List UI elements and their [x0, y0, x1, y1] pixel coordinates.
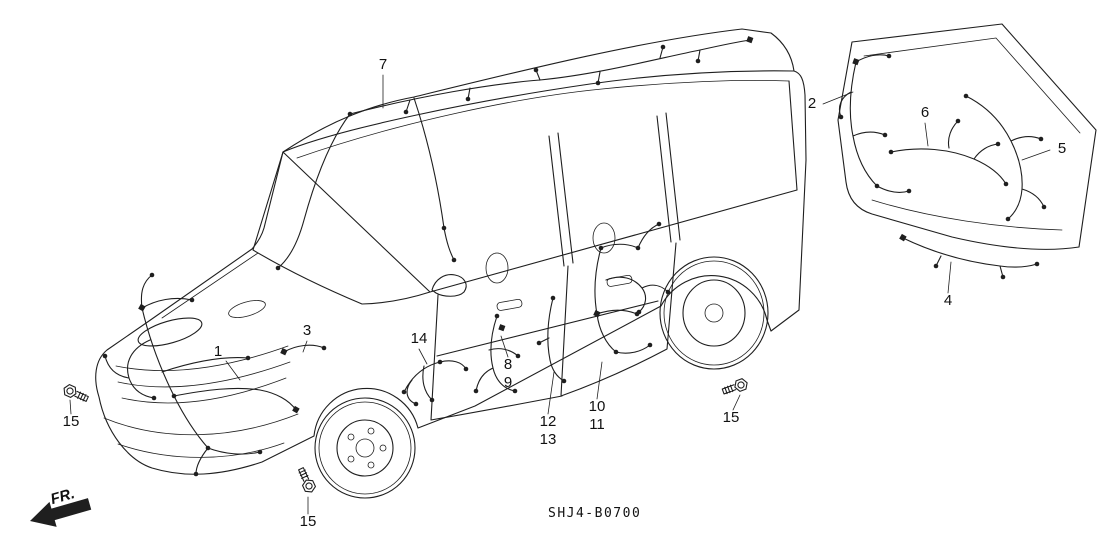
hood-crease [161, 252, 259, 319]
connector-link-3-drawing [280, 344, 327, 356]
leader-line [302, 340, 308, 353]
leader-line [1021, 149, 1051, 161]
leader-line [596, 361, 603, 400]
callout-14: 14 [411, 330, 428, 365]
front-door-handle [496, 298, 523, 311]
headrest-front [485, 252, 509, 284]
callout-10-label: 10 [589, 398, 606, 415]
leader-line [732, 394, 741, 411]
leader-line [225, 360, 241, 381]
fr-label: FR. [49, 485, 77, 508]
callout-4-label: 4 [944, 292, 952, 309]
callout-13-label: 13 [540, 431, 557, 448]
callout-1: 1 [214, 343, 241, 381]
callout-5-label: 5 [1058, 140, 1066, 157]
bolt-icon-left [61, 382, 91, 405]
side-mirror [431, 274, 467, 297]
callout-6: 6 [921, 104, 929, 147]
callout-8-9: 8 9 [500, 335, 512, 391]
roof-harness-drawing [275, 36, 754, 271]
harness-10-11-drawing [593, 221, 671, 355]
door-panel-drawing [837, 23, 1097, 280]
leader-line [924, 122, 929, 147]
front-wheel [314, 397, 416, 499]
callout-15-bottom: 15 [300, 496, 317, 530]
vehicle-drawing [95, 28, 807, 499]
callout-15-label: 15 [723, 409, 740, 426]
callout-7-label: 7 [379, 56, 387, 73]
bumper-lines [103, 413, 299, 458]
callout-1-label: 1 [214, 343, 222, 360]
harness-12-13-drawing [536, 295, 567, 384]
callout-12-label: 12 [540, 413, 557, 430]
callout-15-label: 15 [63, 413, 80, 430]
callout-7: 7 [379, 56, 387, 109]
headlight-left [137, 317, 203, 347]
door-seams [430, 242, 677, 421]
bolt-icon-bottom [295, 465, 318, 495]
callout-14-label: 14 [411, 330, 428, 347]
callout-15-label: 15 [300, 513, 317, 530]
callout-2: 2 [808, 91, 854, 112]
leader-line [947, 261, 952, 294]
callout-2-label: 2 [808, 95, 816, 112]
door-harness-6-drawing [888, 118, 1009, 187]
callout-9-label: 9 [504, 374, 512, 391]
leader-line [418, 348, 428, 365]
roof-far-edge [282, 28, 795, 153]
beltline-and-pillars [429, 80, 798, 293]
bolt-icon-right [720, 376, 750, 398]
callout-12-13: 12 13 [540, 371, 557, 448]
windshield [252, 151, 431, 305]
callout-10-11: 10 11 [589, 361, 606, 433]
callout-3: 3 [302, 322, 311, 353]
leader-line [69, 399, 72, 415]
door-harness-5-drawing [963, 93, 1047, 222]
door-panel-inner-lines [863, 37, 1081, 231]
fr-direction-arrow-icon: FR. [30, 485, 92, 527]
callout-3-label: 3 [303, 322, 311, 339]
headlight-right [228, 300, 266, 318]
door-panel-outline [837, 23, 1097, 250]
leader-line [500, 335, 509, 358]
callout-15-left: 15 [63, 399, 80, 430]
harness-4-drawing [899, 233, 1040, 280]
rear-wheel [659, 256, 769, 370]
callout-6-label: 6 [921, 104, 929, 121]
leader-line [547, 371, 555, 415]
harness-14-drawing [401, 359, 469, 407]
cabin-harness-drawing [102, 272, 300, 477]
callout-15-right: 15 [723, 394, 741, 426]
callout-4: 4 [944, 261, 952, 309]
headrest-rear [592, 222, 616, 254]
callout-11-label: 11 [589, 416, 605, 433]
callout-5: 5 [1021, 140, 1066, 161]
harness-8-9-drawing [473, 313, 521, 394]
body-outline [95, 70, 807, 475]
callout-8-label: 8 [504, 356, 512, 373]
leader-line [822, 91, 854, 105]
grille-lines [115, 345, 291, 404]
door-harness-2-drawing [838, 53, 912, 194]
roof-inner-rail [296, 79, 790, 159]
diagram-code: SHJ4-B0700 [548, 506, 641, 521]
